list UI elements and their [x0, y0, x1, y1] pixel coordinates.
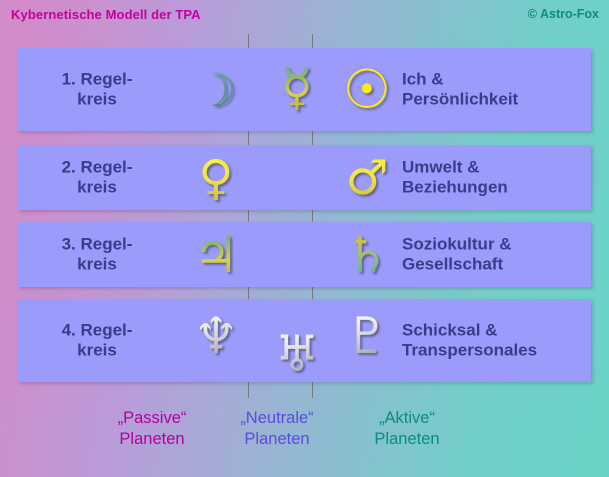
row-1-label: 1. Regel- kreis [32, 69, 162, 110]
legend-neutral-planets: „Neutrale“ Planeten [231, 408, 323, 451]
row-1-desc-line1: Ich & [402, 68, 444, 88]
jupiter-icon: ♃ [177, 230, 255, 280]
row-1-description: Ich & Persönlichkeit [402, 69, 602, 110]
legend-active-planets: „Aktive“ Planeten [361, 408, 453, 451]
row-1-label-line1: 1. Regel- [61, 68, 133, 88]
legend-passive-planets: „Passive“ Planeten [106, 408, 198, 451]
neptune-icon: ♆ [177, 311, 255, 361]
row-1-desc-line2: Persönlichkeit [402, 89, 519, 109]
legend-passive-line2: Planeten [119, 430, 185, 449]
row-3-label-line2: kreis [77, 254, 117, 274]
saturn-icon: ♄ [333, 230, 401, 280]
row-4-desc-line1: Schicksal & [402, 319, 498, 339]
pluto-icon: ♇ [333, 311, 401, 361]
row-2-desc-line2: Beziehungen [402, 177, 508, 197]
row-3-label: 3. Regel- kreis [32, 234, 162, 275]
row-3-description: Soziokultur & Gesellschaft [402, 234, 602, 275]
header: Kybernetische Modell der TPA © Astro-Fox [0, 0, 609, 34]
column-divider-neutral-active [312, 34, 313, 398]
mercury-icon: ☿ [267, 62, 327, 114]
row-2-label-line1: 2. Regel- [61, 156, 133, 176]
column-divider-passive-neutral [248, 34, 249, 398]
row-4-label: 4. Regel- kreis [32, 320, 162, 361]
legend-neutral-line2: Planeten [244, 430, 310, 449]
legend-neutral-line1: „Neutrale“ [240, 409, 314, 427]
row-3-desc-line2: Gesellschaft [402, 254, 504, 274]
moon-icon: ☽ [177, 67, 255, 113]
sun-icon: ☉ [342, 57, 392, 121]
regelkreis-row-2: 2. Regel- kreis ♀ ♂ Umwelt & Beziehungen [17, 145, 591, 210]
legend-passive-line1: „Passive“ [117, 409, 187, 427]
copyright-notice: © Astro-Fox [527, 7, 599, 21]
row-2-label-line2: kreis [77, 177, 117, 197]
row-2-label: 2. Regel- kreis [32, 157, 162, 198]
row-3-label-line1: 3. Regel- [61, 233, 133, 253]
row-3-desc-line1: Soziokultur & [402, 233, 512, 253]
legend: „Passive“ Planeten „Neutrale“ Planeten „… [0, 408, 609, 468]
row-2-desc-line1: Umwelt & [402, 156, 480, 176]
uranus-icon: ♅ [267, 329, 327, 379]
row-4-label-line2: kreis [77, 340, 117, 360]
row-2-description: Umwelt & Beziehungen [402, 157, 602, 198]
row-4-label-line1: 4. Regel- [61, 319, 133, 339]
regelkreis-row-1: 1. Regel- kreis ☽ ☿ ☉ Ich & Persönlichke… [17, 48, 591, 131]
row-4-description: Schicksal & Transpersonales [402, 320, 602, 361]
legend-active-line2: Planeten [374, 430, 440, 449]
mars-icon: ♂ [333, 154, 401, 202]
page-title: Kybernetische Modell der TPA [11, 7, 201, 22]
legend-active-line1: „Aktive“ [379, 409, 435, 427]
venus-icon: ♀ [177, 154, 255, 202]
row-1-label-line2: kreis [77, 89, 117, 109]
regelkreis-row-3: 3. Regel- kreis ♃ ♄ Soziokultur & Gesell… [17, 222, 591, 287]
regelkreis-row-4: 4. Regel- kreis ♆ ♅ ♇ Schicksal & Transp… [17, 299, 591, 382]
row-4-desc-line2: Transpersonales [402, 340, 538, 360]
